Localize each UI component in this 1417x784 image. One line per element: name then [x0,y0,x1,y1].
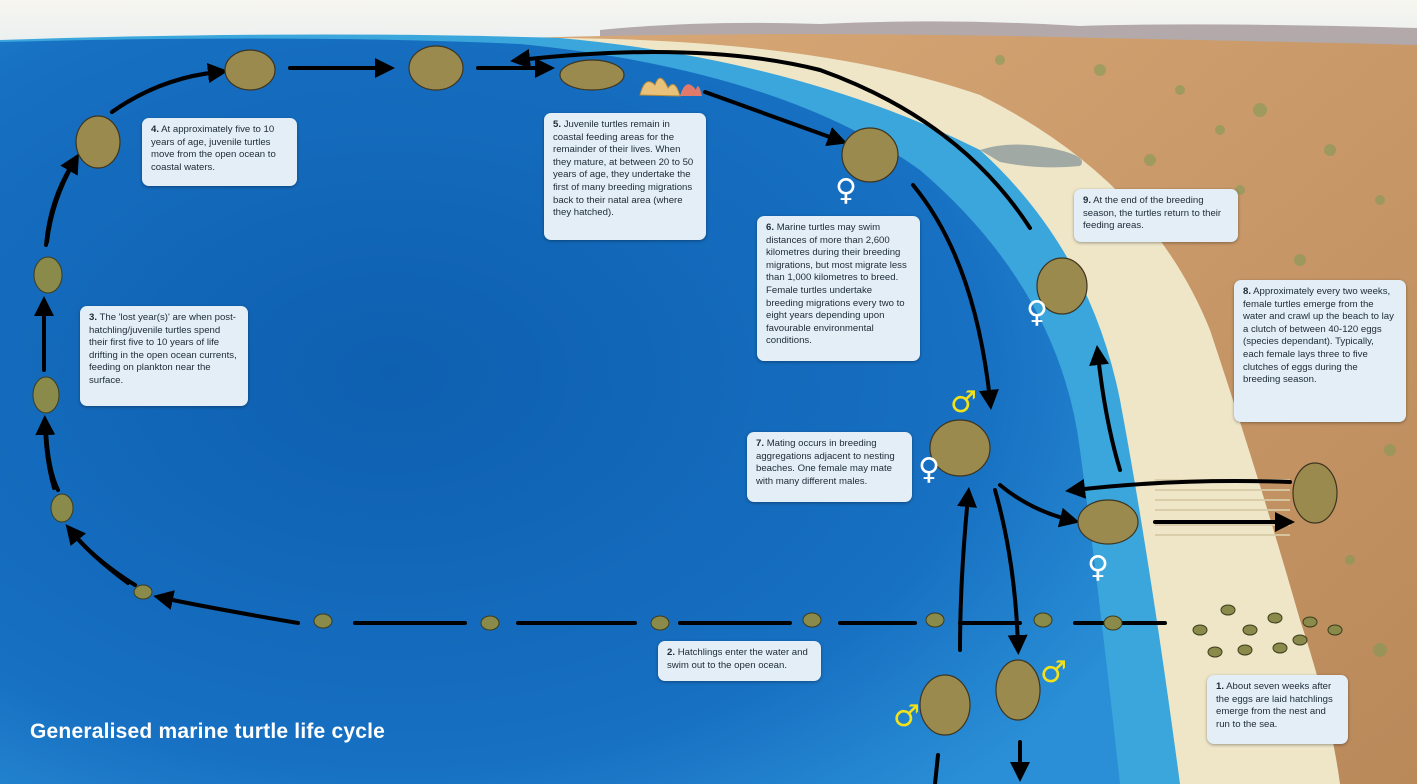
diagram-title: Generalised marine turtle life cycle [30,720,386,743]
female-symbol: ♀ [918,452,940,487]
step-text: The 'lost year(s)' are when post-hatchli… [89,312,237,386]
step-4-callout: 4. At approximately five to 10 years of … [142,118,297,186]
arrow-to-nesting [998,483,1080,528]
step-8-callout: 8. Approximately every two weeks, female… [1234,280,1406,422]
step-number: 5. [553,119,562,130]
male-symbol: ♂ [893,699,920,734]
arrow-males-join [957,487,977,652]
arrow-breeding-migration [703,90,848,147]
male-symbol: ♂ [950,385,977,420]
female-symbol: ♀ [1026,295,1048,330]
step-number: 9. [1083,195,1092,206]
male-symbol: ♂ [1040,655,1067,690]
step-5-callout: 5. Juvenile turtles remain in coastal fe… [544,113,706,240]
step-text: Mating occurs in breeding aggregations a… [756,438,895,487]
female-symbol: ♀ [835,173,857,208]
step-3-callout: 3. The 'lost year(s)' are when post-hatc… [80,306,248,406]
step-9-callout: 9. At the end of the breeding season, th… [1074,189,1238,242]
turtle-icons [32,45,1343,736]
step-text: Juvenile turtles remain in coastal feedi… [553,119,694,219]
step-number: 8. [1243,286,1252,297]
step-number: 2. [667,647,676,658]
step-text: Approximately every two weeks, female tu… [1243,286,1394,386]
arrow-return-feeding [510,48,1032,230]
step-number: 6. [766,222,775,233]
step-1-callout: 1. About seven weeks after the eggs are … [1207,675,1348,744]
step-7-callout: 7. Mating occurs in breeding aggregation… [747,432,912,502]
step-text: Hatchlings enter the water and swim out … [667,647,808,671]
step-text: Marine turtles may swim distances of mor… [766,222,907,347]
step-2-callout: 2. Hatchlings enter the water and swim o… [658,641,821,681]
step-number: 7. [756,438,765,449]
step-text: About seven weeks after the eggs are lai… [1216,681,1333,730]
step-number: 3. [89,312,98,323]
step-text: At the end of the breeding season, the t… [1083,195,1222,232]
step-number: 1. [1216,681,1225,692]
female-symbol: ♀ [1087,550,1109,585]
step-6-callout: 6. Marine turtles may swim distances of … [757,216,920,361]
step-text: At approximately five to 10 years of age… [151,124,276,173]
step-number: 4. [151,124,160,135]
